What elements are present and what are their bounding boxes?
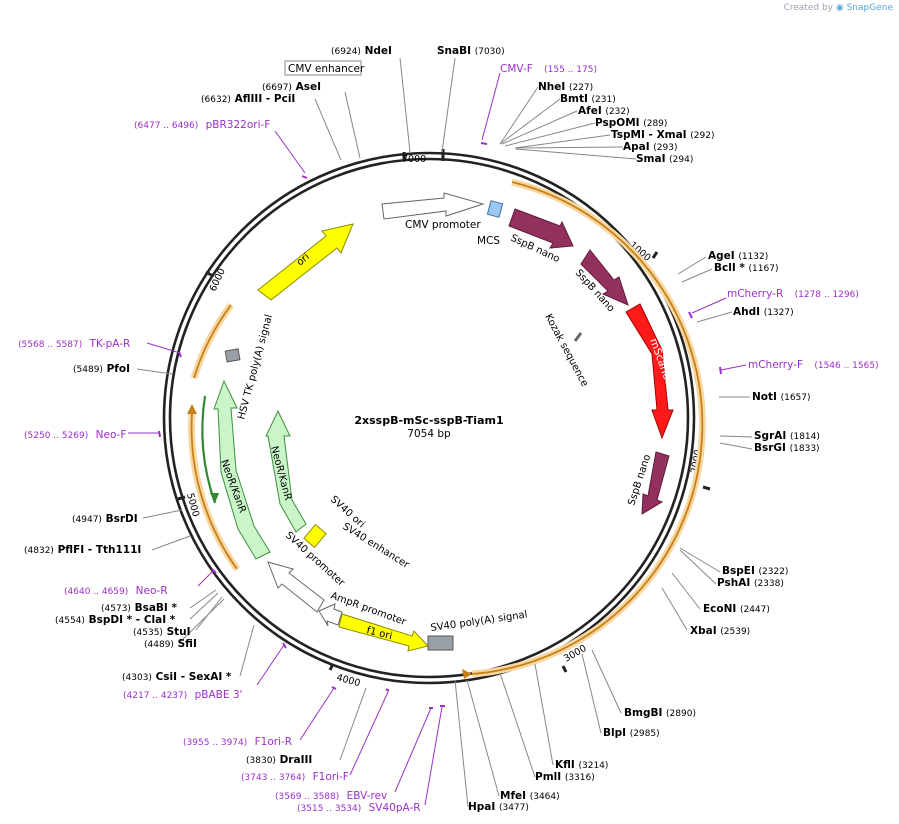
f1-ori-feature	[338, 613, 429, 652]
enzyme-label: (6697) AseI	[262, 81, 321, 93]
kozak-feature	[573, 332, 583, 342]
enzyme-label: AgeI (1132)	[708, 250, 768, 262]
kozak-label: Kozak sequence	[542, 312, 590, 388]
mscarlet-feature	[625, 303, 674, 440]
enzyme-label: HpaI (3477)	[468, 801, 529, 813]
mcs-feature	[486, 200, 504, 218]
enzyme-label: BmtI (231)	[560, 93, 616, 105]
enzyme-label: (5489) PfoI	[73, 363, 130, 375]
enzyme-label: ApaI (293)	[623, 141, 678, 153]
mcs-label: MCS	[477, 235, 500, 247]
tick-label: 6000	[208, 267, 228, 294]
enzyme-label: BlpI (2985)	[603, 727, 660, 739]
enzyme-label: PspOMI (289)	[595, 117, 667, 129]
cmv-enhancer-label: CMV enhancer	[288, 63, 365, 75]
ampr-promoter-feature	[318, 603, 343, 627]
enzyme-label: PmlI (3316)	[535, 771, 595, 783]
primer-label: (4640 .. 4659) Neo-R	[64, 585, 168, 597]
orf-arc-tk	[193, 304, 232, 379]
enzyme-label: NheI (227)	[538, 81, 593, 93]
sv40-ori-feature	[303, 523, 327, 549]
enzyme-label: TspMI - XmaI (292)	[611, 129, 714, 141]
tick-label: 7000	[402, 154, 426, 165]
sspb-nano-1-feature	[508, 208, 574, 249]
tick-label: 4000	[335, 672, 361, 689]
sv40-polya-label: SV40 poly(A) signal	[430, 609, 528, 633]
enzyme-label: (4535) StuI	[133, 626, 191, 638]
credit-created-by: Created by	[783, 3, 833, 13]
primer-label: CMV-F (155 .. 175)	[500, 63, 597, 75]
tick-marks	[177, 152, 711, 673]
backbone	[162, 151, 696, 685]
enzyme-label: (4489) SfiI	[144, 638, 197, 650]
enzyme-label: BmgBI (2890)	[624, 707, 696, 719]
enzyme-label: (6924) NdeI	[331, 45, 392, 57]
neor-kanr-inner-feature	[265, 409, 307, 533]
primer-label: (4217 .. 4237) pBABE 3'	[123, 689, 242, 701]
enzyme-label: (4573) BsaBI *	[101, 602, 177, 614]
plasmid-length: 7054 bp	[407, 428, 451, 440]
enzyme-label: BspEI (2322)	[722, 565, 788, 577]
enzyme-label: (4832) PflFI - Tth111I	[24, 544, 141, 556]
enzyme-label: KflI (3214)	[555, 759, 608, 771]
orf-arc-main-arrow	[462, 669, 472, 679]
snapgene-logo-icon: ◉	[835, 3, 847, 13]
cmv-promoter-feature	[381, 192, 485, 220]
primer-label: mCherry-R (1278 .. 1296)	[727, 288, 859, 300]
credit-brand: SnapGene	[846, 3, 893, 13]
primer-label: (5568 .. 5587) TK-pA-R	[18, 338, 130, 350]
mscarlet-label: mScarlet	[647, 337, 674, 385]
sv40-enhancer-label: SV40 enhancer	[340, 521, 411, 571]
enzyme-label: AfeI (232)	[578, 105, 630, 117]
sv40-promoter-feature	[267, 561, 325, 613]
enzyme-label: NotI (1657)	[752, 391, 811, 403]
enzyme-label: SmaI (294)	[636, 153, 693, 165]
ori-feature	[257, 223, 354, 301]
sspb-nano-3-feature	[641, 451, 670, 515]
enzyme-label: (3830) DraIII	[246, 754, 312, 766]
neor-kanr-inner-label: NeoR/KanR	[268, 445, 293, 502]
enzyme-label: (4554) BspDI * - ClaI *	[55, 614, 176, 626]
plasmid-name: 2xsspB-mSc-sspB-Tiam1	[354, 414, 503, 427]
orf-arcs	[187, 178, 706, 679]
orf-arc-neo	[190, 411, 238, 570]
enzyme-labels: (6924) NdeI SnaBI (7030) (6697) AseI (66…	[24, 45, 820, 813]
primer-label: mCherry-F (1546 .. 1565)	[748, 359, 879, 371]
primer-labels: CMV-F (155 .. 175) (6477 .. 6496) pBR322…	[18, 63, 879, 814]
primer-label: (3569 .. 3588) EBV-rev	[275, 790, 387, 802]
primer-label: (3955 .. 3974) F1ori-R	[183, 736, 292, 748]
hsv-tk-polya-feature	[224, 348, 241, 363]
hsv-tk-polya-label: HSV TK poly(A) signal	[236, 313, 275, 420]
neor-kanr-outer-feature	[213, 379, 271, 560]
primer-label: (5250 .. 5269) Neo-F	[24, 429, 126, 441]
orf-arc-main	[471, 181, 704, 675]
sspb-nano-2-feature	[580, 249, 629, 306]
sv40-polya-feature	[427, 635, 454, 651]
enzyme-label: AhdI (1327)	[733, 306, 794, 318]
enzyme-label: MfeI (3464)	[500, 790, 560, 802]
primer-label: (6477 .. 6496) pBR322ori-F	[134, 119, 270, 131]
enzyme-label: (4303) CsiI - SexAI *	[122, 671, 232, 683]
enzyme-leaders	[136, 57, 753, 808]
enzyme-label: SnaBI (7030)	[437, 45, 505, 57]
primer-label: (3515 .. 3534) SV40pA-R	[297, 802, 421, 814]
orf-arc-green	[201, 395, 217, 504]
f1-ori-label: f1 ori	[365, 625, 393, 642]
enzyme-label: SgrAI (1814)	[754, 430, 820, 442]
credit: Created by ◉ SnapGene	[783, 3, 893, 13]
enzyme-label: EcoNI (2447)	[703, 603, 770, 615]
cmv-enhancer-box	[284, 60, 362, 76]
enzyme-label: BclI * (1167)	[714, 262, 778, 274]
enzyme-label: (4947) BsrDI	[72, 513, 138, 525]
enzyme-label: BsrGI (1833)	[754, 442, 820, 454]
enzyme-label: PshAI (2338)	[717, 577, 784, 589]
primer-label: (3743 .. 3764) F1ori-F	[241, 771, 349, 783]
enzyme-label: (6632) AflIII - PciI	[201, 93, 295, 105]
enzyme-label: XbaI (2539)	[690, 625, 750, 637]
primer-leaders	[128, 72, 747, 806]
cmv-promoter-label: CMV promoter	[405, 219, 481, 231]
